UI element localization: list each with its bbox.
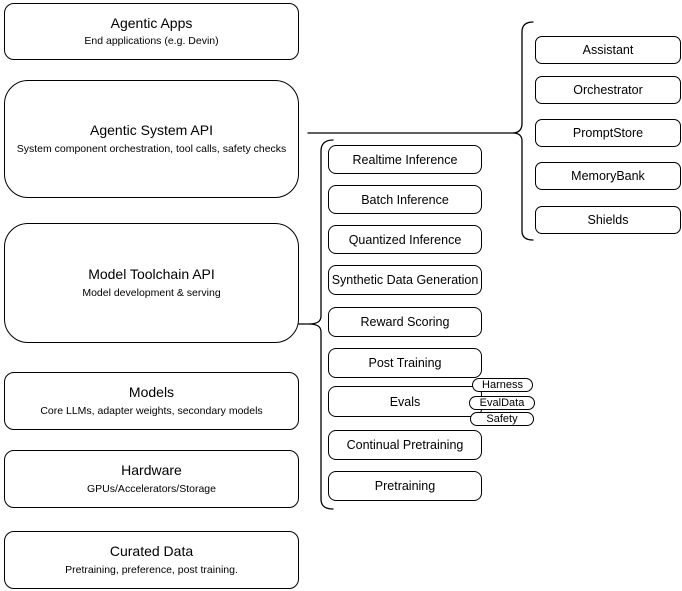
box-label: Reward Scoring <box>360 315 450 329</box>
box-title: Curated Data <box>109 543 194 560</box>
box-evals: Evals <box>328 386 482 417</box>
box-label: Quantized Inference <box>348 232 462 247</box>
box-reward-scoring: Reward Scoring <box>328 307 482 337</box>
pill-label: Harness <box>482 379 523 391</box>
box-synthetic-data-generation: Synthetic Data Generation <box>328 265 482 295</box>
box-realtime-inference: Realtime Inference <box>328 145 482 174</box>
box-label: Realtime Inference <box>352 152 458 167</box>
box-agentic-system-api: Agentic System API System component orch… <box>4 80 299 198</box>
box-label: Synthetic Data Generation <box>331 273 479 287</box>
box-label: MemoryBank <box>571 169 645 183</box>
box-shields: Shields <box>535 206 681 234</box>
box-pretraining: Pretraining <box>328 471 482 501</box>
pill-evaldata: EvalData <box>469 396 535 410</box>
box-hardware: Hardware GPUs/Accelerators/Storage <box>4 450 299 508</box>
box-subtitle: Pretraining, preference, post training. <box>65 563 238 576</box>
box-quantized-inference: Quantized Inference <box>328 225 482 254</box>
box-subtitle: Core LLMs, adapter weights, secondary mo… <box>40 404 263 417</box>
box-label: Post Training <box>368 356 442 370</box>
box-label: Assistant <box>582 43 634 57</box>
box-subtitle: System component orchestration, tool cal… <box>16 142 287 155</box>
box-label: Pretraining <box>374 479 436 493</box>
box-title: Model Toolchain API <box>88 266 215 283</box>
box-label: Shields <box>587 213 629 227</box>
box-subtitle: End applications (e.g. Devin) <box>84 35 219 48</box>
box-subtitle: Model development & serving <box>82 286 221 299</box>
box-subtitle: GPUs/Accelerators/Storage <box>87 482 216 495</box>
box-label: Evals <box>389 394 421 409</box>
box-memorybank: MemoryBank <box>535 162 681 190</box>
box-title: Models <box>128 384 175 401</box>
pill-safety: Safety <box>470 412 534 426</box>
box-continual-pretraining: Continual Pretraining <box>328 430 482 460</box>
box-label: Orchestrator <box>573 83 643 97</box>
box-agentic-apps: Agentic Apps End applications (e.g. Devi… <box>4 3 299 60</box>
brace-system-components-group <box>512 21 534 241</box>
box-label: Continual Pretraining <box>346 438 464 452</box>
pill-harness: Harness <box>472 378 533 392</box>
box-model-toolchain-api: Model Toolchain API Model development & … <box>4 223 299 343</box>
box-batch-inference: Batch Inference <box>328 185 482 214</box>
box-orchestrator: Orchestrator <box>535 76 681 104</box>
box-models: Models Core LLMs, adapter weights, secon… <box>4 372 299 430</box>
box-curated-data: Curated Data Pretraining, preference, po… <box>4 531 299 589</box>
box-promptstore: PromptStore <box>535 119 681 147</box>
box-title: Agentic System API <box>90 122 213 139</box>
pill-label: EvalData <box>479 397 525 409</box>
box-title: Hardware <box>121 462 182 479</box>
box-label: Batch Inference <box>361 192 449 207</box>
box-title: Agentic Apps <box>110 14 193 31</box>
box-assistant: Assistant <box>535 36 681 64</box>
pill-label: Safety <box>486 413 518 425</box>
box-label: PromptStore <box>572 126 644 140</box>
box-post-training: Post Training <box>328 348 482 378</box>
